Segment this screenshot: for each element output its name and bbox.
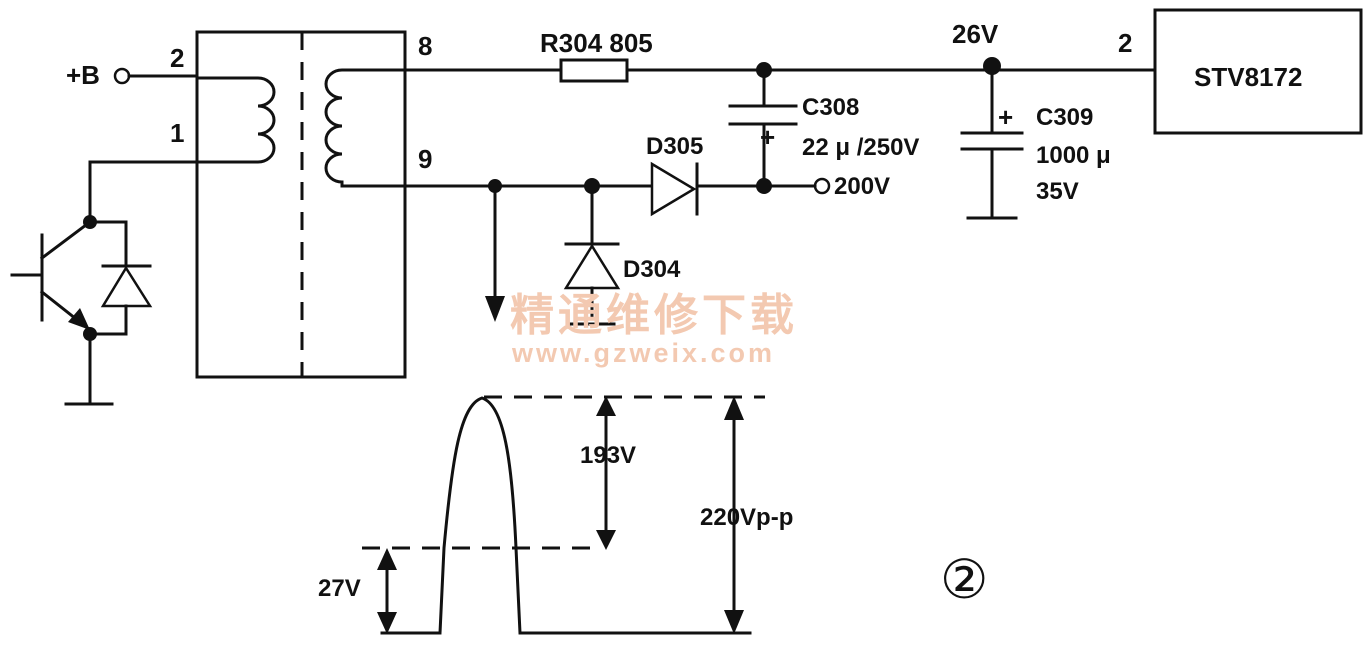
c308-label: C308 <box>802 94 859 121</box>
figure-number: ② <box>940 548 988 611</box>
flyback-transformer <box>195 30 407 379</box>
c308-value: 22 μ /250V <box>802 134 919 161</box>
waveform: 193V 220Vp-p 27V <box>318 395 793 635</box>
r304-label: R304 805 <box>540 28 653 58</box>
switch-transistor <box>10 160 199 406</box>
diode-d304: D304 <box>563 184 681 326</box>
amplitude-220vpp-label: 220Vp-p <box>700 504 793 531</box>
pin2-label: 2 <box>170 43 184 73</box>
pin1-label: 1 <box>170 118 184 148</box>
c309-voltage: 35V <box>1036 178 1079 205</box>
c309-capacitance: 1000 μ <box>1036 142 1111 169</box>
watermark-text: 精通维修下载 <box>510 290 798 341</box>
amplitude-27v-label: 27V <box>318 575 361 602</box>
ic-stv8172: STV8172 <box>1153 8 1363 135</box>
resistor-r304 <box>559 58 629 83</box>
pin9-label: 9 <box>418 144 432 174</box>
secondary-winding <box>324 68 407 188</box>
capacitor-c308: + C308 22 μ /250V <box>728 68 919 187</box>
capacitor-c309: + C309 1000 μ 35V <box>960 64 1111 220</box>
watermark-url: www.gzweix.com <box>511 338 775 368</box>
output-200v-label: 200V <box>834 173 890 200</box>
d305-label: D305 <box>646 133 703 160</box>
primary-winding <box>195 76 276 164</box>
plus-b-terminal: +B <box>66 60 199 90</box>
d304-label: D304 <box>623 256 681 283</box>
pin8-label: 8 <box>418 31 432 61</box>
ic-name-label: STV8172 <box>1194 62 1302 92</box>
node-26v-label: 26V <box>952 19 999 49</box>
ic-pin2-label: 2 <box>1118 28 1132 58</box>
measure-point-arrow-icon <box>485 296 505 322</box>
plus-b-label: +B <box>66 60 100 90</box>
amplitude-193v-label: 193V <box>580 442 636 469</box>
c309-label: C309 <box>1036 104 1093 131</box>
c309-polarity-icon: + <box>998 102 1013 132</box>
diode-d305: D305 <box>646 133 766 217</box>
c308-polarity-icon: + <box>760 122 775 152</box>
